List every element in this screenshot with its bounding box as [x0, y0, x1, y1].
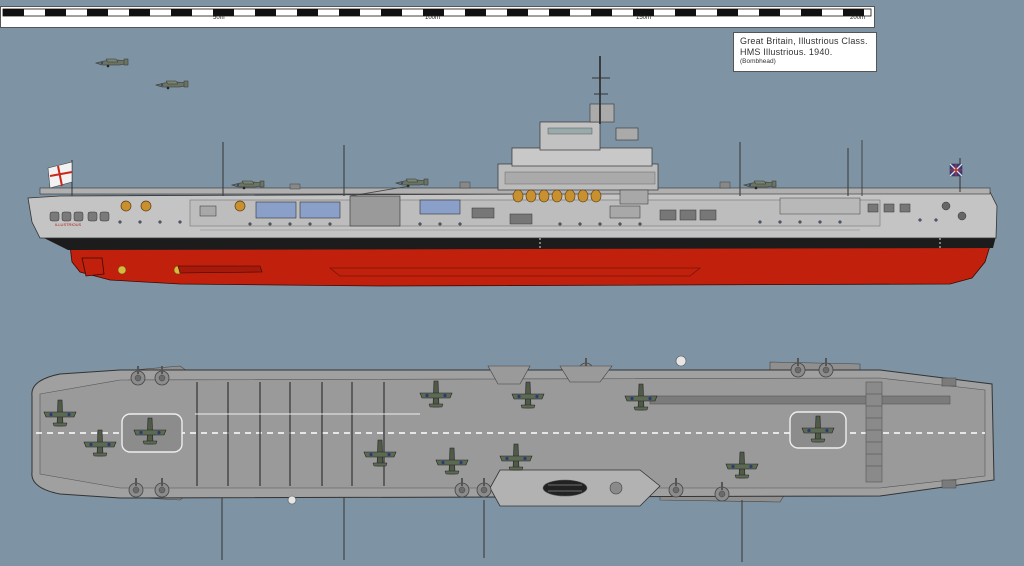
funnel-cap	[542, 479, 588, 497]
propeller-icon	[117, 265, 127, 275]
hull-details	[49, 195, 967, 231]
ship-name-year: HMS Illustrious. 1940.	[740, 46, 833, 57]
scale-tick-150m: 150m	[636, 15, 652, 21]
deck-aircraft-icon	[395, 178, 429, 188]
side-profile-view: ILLUSTRIOUS	[27, 56, 998, 287]
flying-aircraft-icon	[95, 58, 129, 68]
boot-top	[40, 236, 996, 250]
class-title: Great Britain, Illustrious Class.	[740, 36, 868, 46]
scale-tick-100m: 100m	[425, 15, 441, 21]
scale-bar-segments	[2, 8, 872, 17]
arrestor-wires	[196, 382, 385, 486]
flying-aircraft-icon	[155, 80, 189, 90]
hull-name-plate: ILLUSTRIOUS	[55, 222, 82, 227]
aa-gun-icon	[790, 357, 806, 378]
underwater-hull	[69, 245, 991, 287]
ship-info-box: Great Britain, Illustrious Class. HMS Il…	[733, 32, 877, 72]
island-superstructure	[497, 56, 659, 205]
scale-tick-200m: 200m	[850, 15, 866, 21]
plan-view	[31, 355, 995, 562]
aa-gun-icon	[818, 357, 834, 378]
scale-bar	[0, 6, 875, 28]
rudder	[81, 257, 105, 277]
aa-gun-icon	[130, 365, 146, 386]
scale-tick-50m: 50m	[213, 15, 225, 21]
author-credit: (Bombhead)	[740, 58, 776, 65]
